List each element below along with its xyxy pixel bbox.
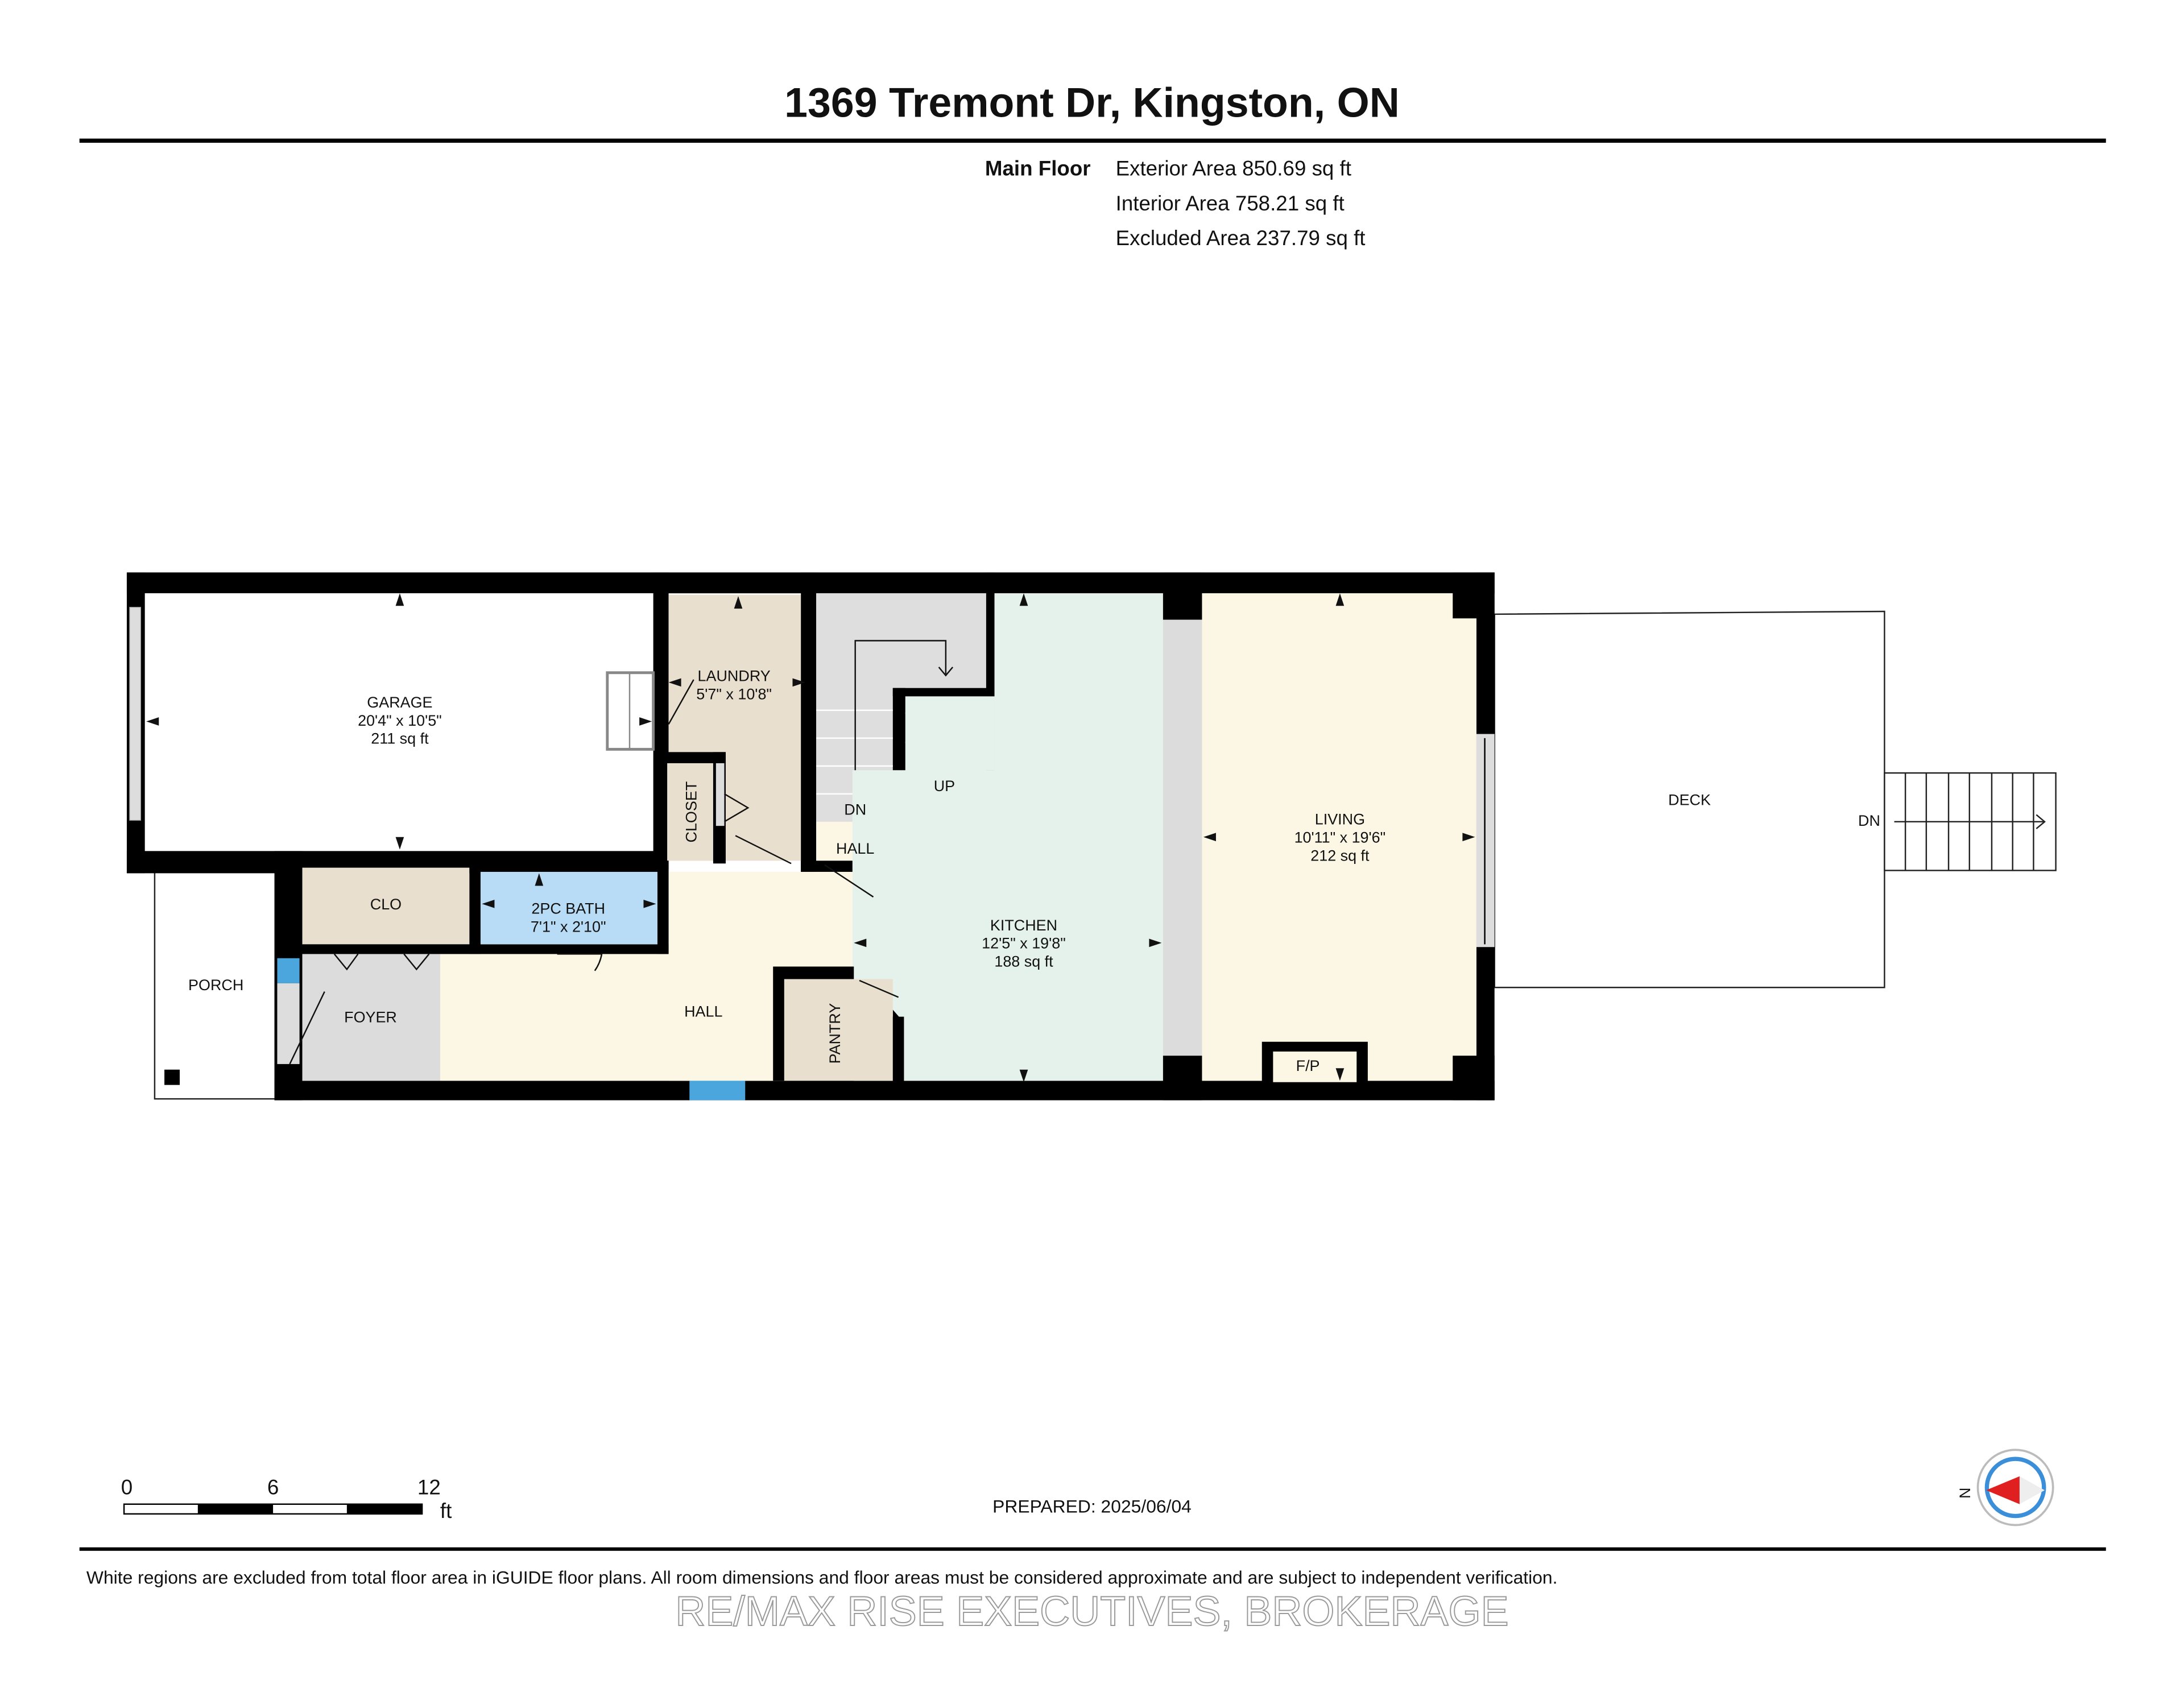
hall-name: HALL xyxy=(684,1003,722,1020)
fireplace xyxy=(1273,1051,1357,1082)
floor-plan: GARAGE 20'4" x 10'5" 211 sq ft LAUNDRY 5… xyxy=(126,572,2057,1100)
laundry-dims: 5'7" x 10'8" xyxy=(696,685,772,702)
watermark: RE/MAX RISE EXECUTIVES, BROKERAGE xyxy=(675,1587,1508,1635)
laundry-name: LAUNDRY xyxy=(698,667,771,684)
garage-steps xyxy=(606,671,655,751)
compass-north-label: N xyxy=(1956,1487,1974,1498)
deck-stairs xyxy=(1884,772,2057,871)
doors xyxy=(289,679,899,1065)
passage xyxy=(1163,619,1202,1056)
fireplace-name: F/P xyxy=(1296,1057,1320,1074)
kitchen-name: KITCHEN xyxy=(990,917,1057,934)
living-name: LIVING xyxy=(1315,811,1365,828)
pantry-name: PANTRY xyxy=(826,1003,843,1064)
dimension-markers xyxy=(146,593,1475,1082)
compass-icon: N xyxy=(1956,1449,2054,1526)
kitchen-dims: 12'5" x 19'8" xyxy=(982,935,1066,952)
header-rule xyxy=(79,138,2106,143)
foyer-name: FOYER xyxy=(344,1008,397,1025)
pantry xyxy=(784,979,893,1081)
scale-tick-6: 6 xyxy=(267,1476,279,1499)
bath-dims: 7'1" x 2'10" xyxy=(531,918,606,935)
footer-rule xyxy=(79,1547,2106,1551)
porch xyxy=(154,871,278,1100)
porch-post xyxy=(164,1069,180,1085)
floor-name: Main Floor xyxy=(985,157,1091,180)
2pc-bath xyxy=(480,871,657,945)
scale-bar: 0 6 12 ft xyxy=(121,1476,452,1523)
scale-tick-0: 0 xyxy=(121,1476,133,1499)
kitchen-area: 188 sq ft xyxy=(994,953,1053,970)
excluded-area: Excluded Area 237.79 sq ft xyxy=(1116,226,1366,250)
hall xyxy=(440,954,775,1081)
page-title: 1369 Tremont Dr, Kingston, ON xyxy=(784,79,1400,126)
garage-dims: 20'4" x 10'5" xyxy=(358,712,442,729)
exterior-area: Exterior Area 850.69 sq ft xyxy=(1116,157,1351,180)
stairs-up-label: UP xyxy=(934,777,955,795)
prepared-date: PREPARED: 2025/06/04 xyxy=(992,1496,1192,1516)
garage-area: 211 sq ft xyxy=(371,730,429,747)
closet xyxy=(667,763,713,861)
disclaimer: White regions are excluded from total fl… xyxy=(86,1567,1558,1587)
bath-name: 2PC BATH xyxy=(531,900,605,917)
foyer xyxy=(302,954,440,1081)
clo-name: CLO xyxy=(370,896,402,913)
hall-window xyxy=(689,1081,746,1100)
living-area: 212 sq ft xyxy=(1310,847,1370,864)
garage xyxy=(144,593,653,851)
small-hall-name: HALL xyxy=(836,840,874,857)
foyer-window xyxy=(277,958,300,983)
porch-name: PORCH xyxy=(188,977,243,994)
clo xyxy=(302,867,470,945)
scale-tick-12: 12 xyxy=(417,1476,441,1499)
living-dims: 10'11" x 19'6" xyxy=(1294,829,1386,846)
garage-name: GARAGE xyxy=(367,694,432,711)
interior-area: Interior Area 758.21 sq ft xyxy=(1116,192,1345,215)
living xyxy=(1202,593,1476,1081)
stairs-dn-label: DN xyxy=(844,801,866,818)
scale-unit: ft xyxy=(440,1499,452,1522)
deck-name: DECK xyxy=(1668,791,1711,808)
deck-stairs-dn: DN xyxy=(1858,812,1880,829)
closet-name: CLOSET xyxy=(683,781,700,843)
garage-window xyxy=(129,607,142,821)
